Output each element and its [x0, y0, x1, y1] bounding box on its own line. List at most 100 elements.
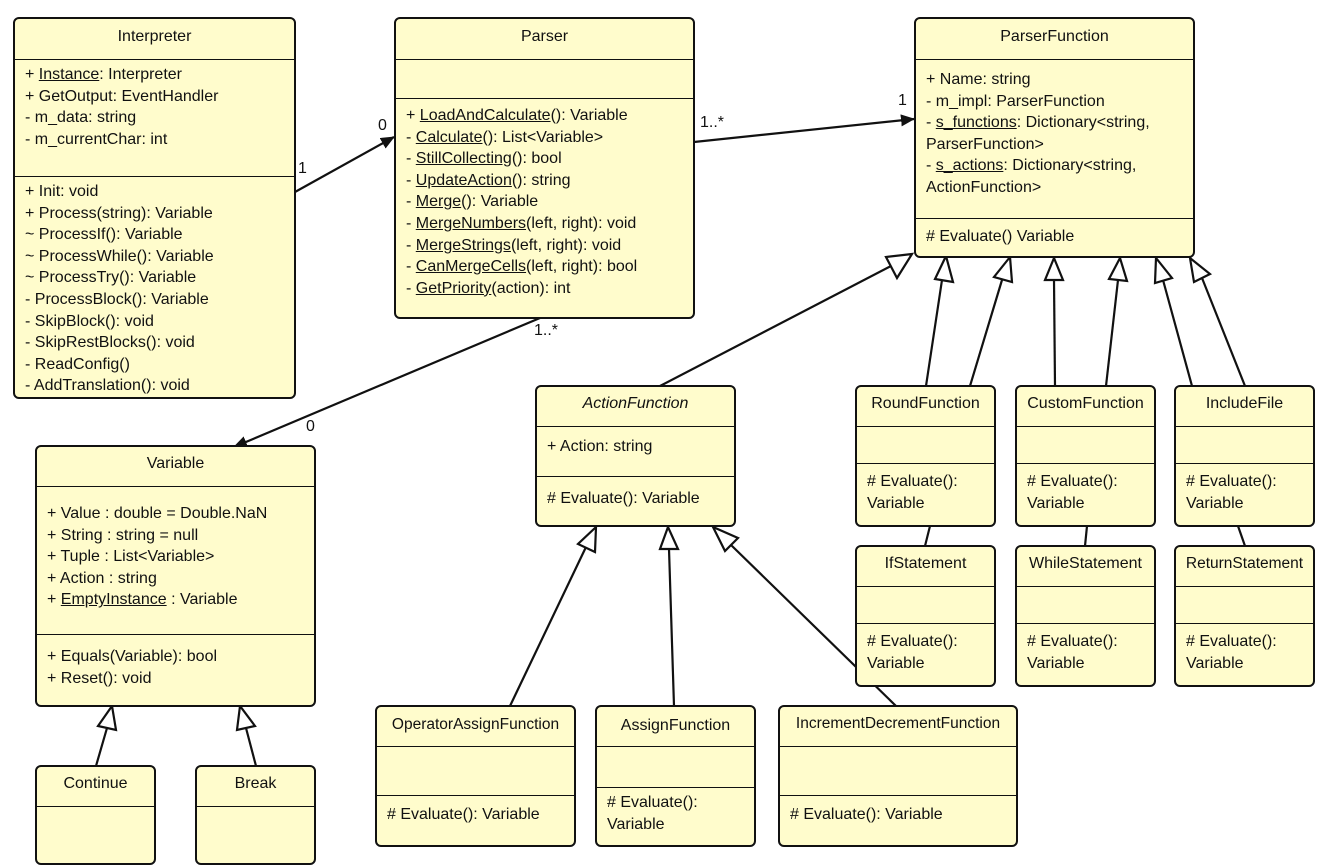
- operation-row: - AddTranslation(): void: [25, 377, 190, 395]
- class-name: Continue: [37, 767, 154, 807]
- attributes-section: [780, 747, 1016, 795]
- attribute-row: + Value : double = Double.NaN: [47, 505, 268, 522]
- attribute-row: - s_actions: Dictionary<string,: [926, 157, 1137, 175]
- attributes-section: [396, 60, 693, 98]
- gen-opassign-action: [509, 546, 587, 707]
- attributes-section: [1176, 427, 1313, 463]
- operation-row: # Evaluate(): Variable: [387, 806, 540, 823]
- class-name: OperatorAssignFunction: [377, 707, 574, 747]
- operations-section: # Evaluate(): Variable: [780, 795, 1016, 826]
- attribute-row: + Action: string: [547, 438, 653, 455]
- attribute-row: ParserFunction>: [926, 135, 1044, 153]
- class-name: Parser: [396, 19, 693, 60]
- multiplicity-variable-end: 0: [306, 418, 315, 435]
- class-interpreter[interactable]: Interpreter + Instance: Interpreter + Ge…: [13, 17, 296, 399]
- operation-row: ~ ProcessIf(): Variable: [25, 226, 183, 244]
- assoc-parser-variable: [233, 316, 541, 449]
- operations-section: + Equals(Variable): bool + Reset(): void: [37, 634, 314, 689]
- class-name: CustomFunction: [1017, 387, 1154, 427]
- gen-arrowhead: [1107, 255, 1129, 283]
- attribute-row: - m_data: string: [25, 109, 137, 127]
- gen-arrowhead: [96, 703, 118, 732]
- operations-section: # Evaluate(): Variable: [857, 623, 994, 674]
- gen-arrowhead: [576, 524, 598, 554]
- class-name: ActionFunction: [537, 387, 734, 427]
- operation-row: - Calculate(): List<Variable>: [406, 128, 604, 146]
- gen-round-pf-b: [968, 279, 1004, 387]
- operation-row: # Evaluate(): Variable: [607, 794, 698, 833]
- attributes-section: [597, 747, 754, 787]
- class-name: Break: [197, 767, 314, 807]
- attribute-row: - m_currentChar: int: [25, 130, 168, 148]
- operation-row: + Reset(): void: [47, 669, 152, 687]
- operations-section: + LoadAndCalculate(): Variable - Calcula…: [396, 98, 693, 299]
- link-include-return: [1236, 525, 1247, 547]
- gen-arrowhead: [235, 703, 257, 732]
- multiplicity-interpreter-end: 1: [298, 160, 307, 177]
- class-parser[interactable]: Parser + LoadAndCalculate(): Variable - …: [394, 17, 695, 319]
- class-action-function[interactable]: ActionFunction + Action: string # Evalua…: [535, 385, 736, 527]
- operations-section: # Evaluate(): Variable: [1176, 623, 1313, 674]
- attributes-section: [1017, 587, 1154, 623]
- class-parser-function[interactable]: ParserFunction + Name: string - m_impl: …: [914, 17, 1195, 258]
- class-name: IncludeFile: [1176, 387, 1313, 427]
- operations-section: # Evaluate(): Variable: [1017, 463, 1154, 514]
- class-custom-function[interactable]: CustomFunction # Evaluate(): Variable: [1015, 385, 1156, 527]
- class-name: Variable: [37, 447, 314, 487]
- gen-custom-pf-b: [1104, 279, 1120, 387]
- attribute-row: + Tuple : List<Variable>: [47, 548, 215, 566]
- attribute-row: ActionFunction>: [926, 178, 1042, 196]
- class-name: IncrementDecrementFunction: [780, 707, 1016, 747]
- operation-row: - ProcessBlock(): Variable: [25, 290, 209, 308]
- operation-row: # Evaluate(): Variable: [1027, 633, 1118, 672]
- attributes-section: + Instance: Interpreter + GetOutput: Eve…: [15, 60, 294, 176]
- attribute-row: + Action : string: [47, 569, 157, 587]
- operation-row: - MergeNumbers(left, right): void: [406, 214, 637, 232]
- class-while-statement[interactable]: WhileStatement # Evaluate(): Variable: [1015, 545, 1156, 687]
- attribute-row: + Instance: Interpreter: [25, 66, 182, 83]
- operations-section: # Evaluate(): Variable: [1017, 623, 1154, 674]
- class-variable[interactable]: Variable + Value : double = Double.NaN +…: [35, 445, 316, 707]
- gen-arrowhead: [710, 524, 740, 553]
- gen-arrowhead: [1153, 255, 1174, 285]
- attributes-section: + Value : double = Double.NaN + String :…: [37, 487, 314, 634]
- operation-row: + Equals(Variable): bool: [47, 648, 218, 665]
- operations-section: # Evaluate(): Variable: [1176, 463, 1313, 514]
- multiplicity-parser-var-src: 1..*: [534, 322, 559, 339]
- operation-row: # Evaluate(): Variable: [790, 806, 943, 823]
- class-name: IfStatement: [857, 547, 994, 587]
- attribute-row: - m_impl: ParserFunction: [926, 92, 1105, 110]
- attributes-section: [857, 587, 994, 623]
- link-custom-while: [1083, 525, 1089, 547]
- multiplicity-pf-end: 1: [898, 92, 907, 109]
- operations-section: + Init: void + Process(string): Variable…: [15, 176, 294, 397]
- class-round-function[interactable]: RoundFunction # Evaluate(): Variable: [855, 385, 996, 527]
- class-assign-function[interactable]: AssignFunction # Evaluate(): Variable: [595, 705, 756, 847]
- multiplicity-parser-end: 0: [378, 117, 387, 134]
- operation-row: ~ ProcessTry(): Variable: [25, 269, 197, 287]
- operations-section: # Evaluate() Variable: [916, 218, 1193, 248]
- class-return-statement[interactable]: ReturnStatement # Evaluate(): Variable: [1174, 545, 1315, 687]
- class-include-file[interactable]: IncludeFile # Evaluate(): Variable: [1174, 385, 1315, 527]
- operation-row: # Evaluate(): Variable: [547, 490, 700, 507]
- operation-row: - Merge(): Variable: [406, 193, 539, 211]
- operation-row: - SkipBlock(): void: [25, 312, 154, 330]
- attribute-row: + String : string = null: [47, 526, 199, 544]
- attribute-row: - s_functions: Dictionary<string,: [926, 114, 1150, 132]
- class-operator-assign-function[interactable]: OperatorAssignFunction # Evaluate(): Var…: [375, 705, 576, 847]
- operation-row: + Process(string): Variable: [25, 204, 213, 222]
- class-continue[interactable]: Continue: [35, 765, 156, 865]
- class-break[interactable]: Break: [195, 765, 316, 865]
- class-increment-decrement-function[interactable]: IncrementDecrementFunction # Evaluate():…: [778, 705, 1018, 847]
- attributes-section: [857, 427, 994, 463]
- class-name: ParserFunction: [916, 19, 1193, 60]
- assoc-parser-parserfunction: [693, 114, 915, 144]
- gen-round-pf-a: [924, 279, 944, 387]
- class-if-statement[interactable]: IfStatement # Evaluate(): Variable: [855, 545, 996, 687]
- operation-row: # Evaluate(): Variable: [867, 633, 958, 672]
- gen-custom-pf-a: [1052, 279, 1057, 387]
- gen-include-pf-b: [1200, 277, 1247, 387]
- operation-row: - UpdateAction(): string: [406, 171, 571, 189]
- gen-continue-variable: [94, 727, 109, 767]
